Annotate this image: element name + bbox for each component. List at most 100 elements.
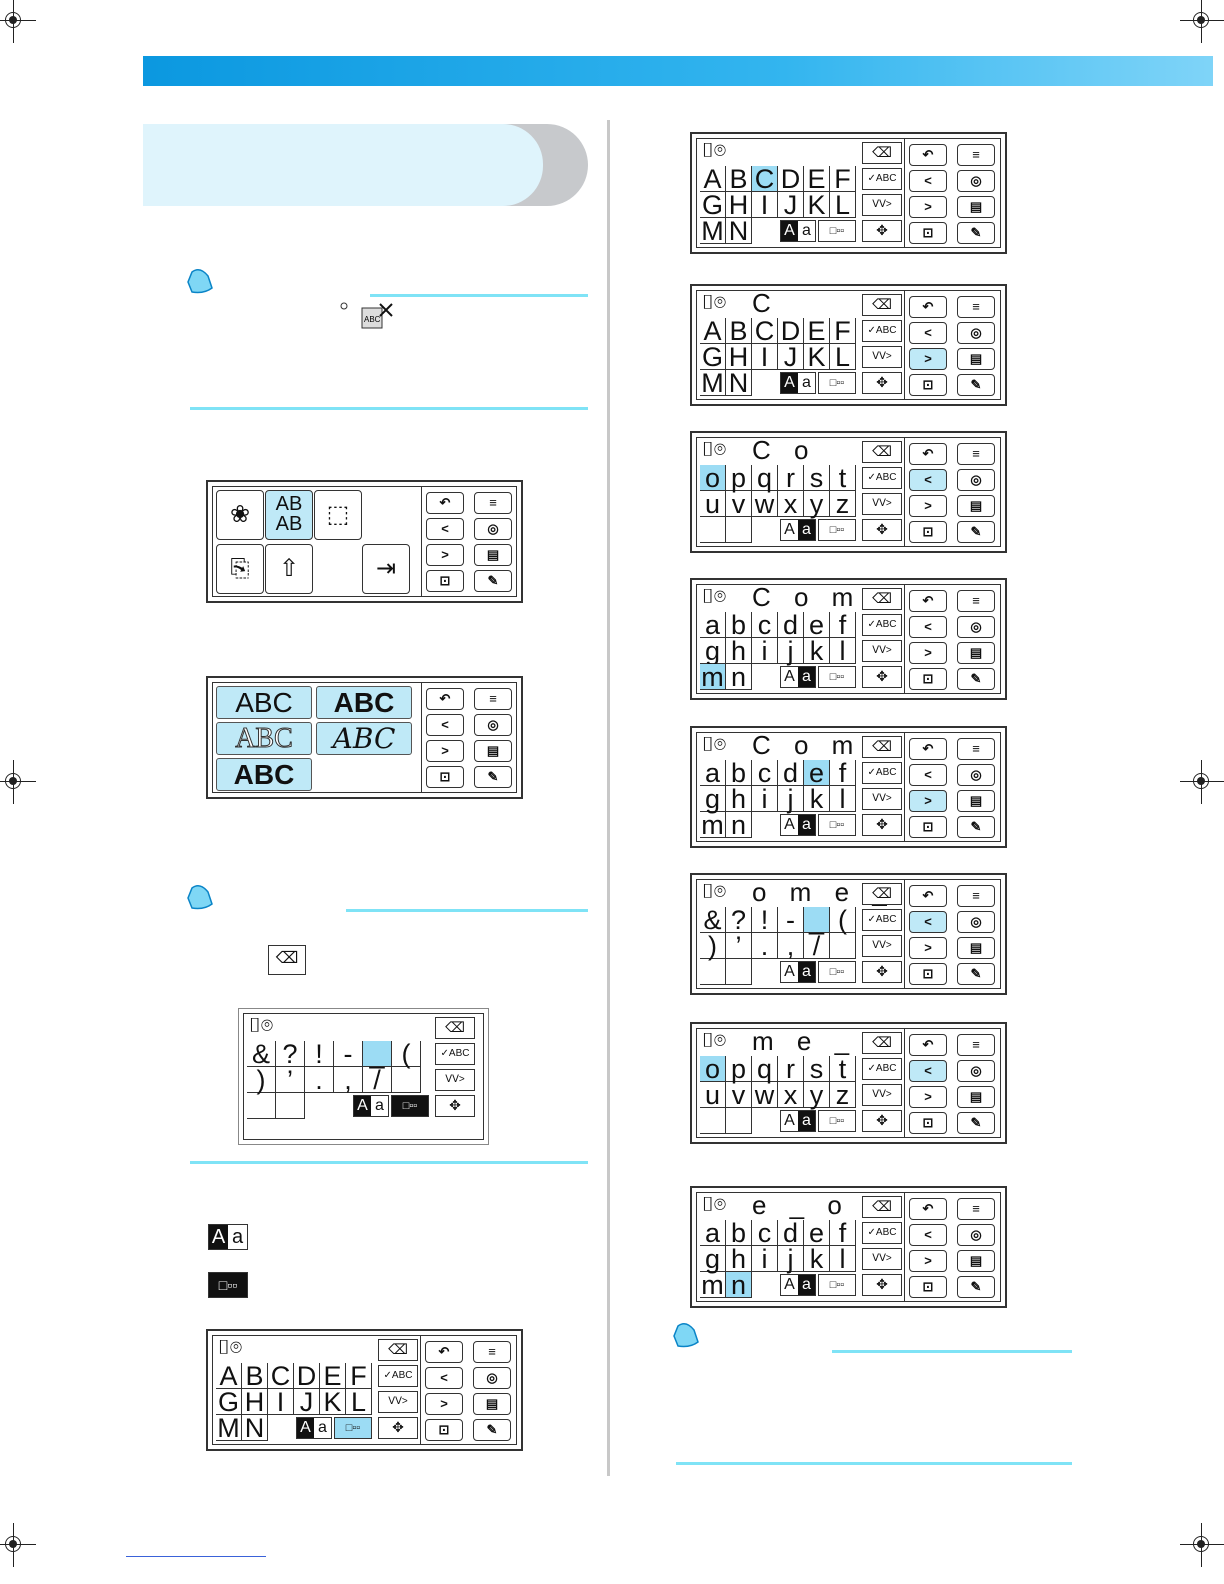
character-key[interactable]	[726, 959, 752, 985]
move-button[interactable]: ✥	[862, 1274, 902, 1296]
character-key[interactable]: ,	[334, 1067, 363, 1094]
character-key[interactable]: e	[804, 760, 830, 787]
character-key[interactable]: p	[726, 1056, 752, 1083]
move-button[interactable]: ✥	[862, 519, 902, 541]
character-key[interactable]	[700, 1108, 726, 1134]
exit-menu-button[interactable]: ⇥	[362, 544, 410, 594]
right-button[interactable]: >	[909, 790, 947, 812]
character-key[interactable]: i	[752, 638, 778, 665]
thread-button[interactable]: ✎	[957, 1276, 995, 1298]
check-abc-button[interactable]: ✓ABC	[862, 467, 902, 489]
size-button[interactable]: ᐯᐯ>	[862, 346, 902, 368]
spacing-button[interactable]: □▫▫	[818, 1110, 856, 1132]
character-key[interactable]: t	[830, 1056, 856, 1083]
file-button[interactable]: ▤	[957, 348, 995, 370]
pocket-menu-button[interactable]: ⇧	[265, 544, 313, 594]
character-key[interactable]: H	[242, 1389, 268, 1416]
character-key[interactable]: L	[346, 1389, 372, 1416]
embroider-button[interactable]: ⊡	[909, 1276, 947, 1298]
character-key[interactable]: J	[778, 192, 804, 219]
character-key[interactable]: ’	[726, 933, 752, 960]
right-button[interactable]: >	[909, 495, 947, 517]
size-button[interactable]: ᐯᐯ>	[378, 1391, 418, 1413]
size-button[interactable]: ᐯᐯ>	[862, 1084, 902, 1106]
character-key[interactable]: A	[700, 318, 726, 345]
character-key[interactable]: -	[334, 1041, 363, 1068]
embroider-button[interactable]: ⊡	[909, 1112, 947, 1134]
character-key[interactable]: q	[752, 1056, 778, 1083]
character-key[interactable]: D	[778, 166, 804, 193]
character-key[interactable]	[700, 517, 726, 543]
character-key[interactable]: C	[268, 1363, 294, 1390]
back-button[interactable]: ↶	[909, 1034, 947, 1056]
character-key[interactable]: c	[752, 760, 778, 787]
character-key[interactable]: I	[752, 192, 778, 219]
character-key[interactable]: (	[392, 1041, 421, 1068]
character-key[interactable]: F	[830, 318, 856, 345]
file-button[interactable]: ▤	[957, 642, 995, 664]
character-key[interactable]: F	[830, 166, 856, 193]
character-key[interactable]: !	[752, 907, 778, 934]
file-button[interactable]: ▤	[957, 1250, 995, 1272]
check-abc-button[interactable]: ✓ABC	[862, 909, 902, 931]
character-key[interactable]: -	[778, 907, 804, 934]
character-key[interactable]: h	[726, 1246, 752, 1273]
character-key[interactable]: s	[804, 1056, 830, 1083]
cursor-button[interactable]: ≡	[957, 296, 995, 318]
cursor-button[interactable]: ≡	[957, 885, 995, 907]
character-key[interactable]: b	[726, 760, 752, 787]
character-key[interactable]: v	[726, 1082, 752, 1109]
character-key[interactable]: e	[804, 1220, 830, 1247]
character-key[interactable]: z	[830, 1082, 856, 1109]
character-key[interactable]: _	[363, 1041, 392, 1068]
back-button[interactable]: ↶	[909, 296, 947, 318]
delete-button[interactable]: ⌫	[862, 736, 902, 758]
embroider-button[interactable]: ⊡	[909, 816, 947, 838]
right-button[interactable]: >	[909, 1086, 947, 1108]
character-key[interactable]: M	[700, 218, 726, 245]
character-key[interactable]: r	[778, 1056, 804, 1083]
character-key[interactable]: l	[830, 1246, 856, 1273]
character-key[interactable]: s	[804, 465, 830, 492]
check-abc-button[interactable]: ✓ABC	[862, 168, 902, 190]
character-key[interactable]: G	[216, 1389, 242, 1416]
character-key[interactable]: w	[752, 491, 778, 518]
thread-button[interactable]: ✎	[957, 222, 995, 244]
character-key[interactable]: N	[726, 218, 752, 245]
cursor-button[interactable]: ≡	[474, 492, 512, 514]
character-key[interactable]: m	[700, 812, 726, 839]
preview-button[interactable]: ◎	[957, 911, 995, 933]
character-key[interactable]: h	[726, 786, 752, 813]
right-button[interactable]: >	[909, 937, 947, 959]
file-button[interactable]: ▤	[957, 937, 995, 959]
character-key[interactable]: B	[726, 318, 752, 345]
delete-button[interactable]: ⌫	[862, 142, 902, 164]
embroider-button[interactable]: ⊡	[426, 766, 464, 788]
character-key[interactable]: L	[830, 344, 856, 371]
character-key[interactable]: j	[778, 638, 804, 665]
character-key[interactable]: ?	[726, 907, 752, 934]
character-key[interactable]: m	[700, 664, 726, 691]
character-key[interactable]	[247, 1093, 276, 1119]
cursor-button[interactable]: ≡	[957, 1034, 995, 1056]
check-abc-button[interactable]: ✓ABC	[862, 320, 902, 342]
left-button[interactable]: <	[909, 616, 947, 638]
size-button[interactable]: ᐯᐯ>	[862, 1248, 902, 1270]
character-key[interactable]: w	[752, 1082, 778, 1109]
spacing-button[interactable]: □▫▫	[818, 814, 856, 836]
preview-button[interactable]: ◎	[474, 714, 512, 736]
character-key[interactable]: r	[778, 465, 804, 492]
character-key[interactable]: &	[247, 1041, 276, 1068]
character-key[interactable]: H	[726, 192, 752, 219]
character-key[interactable]: G	[700, 344, 726, 371]
character-key[interactable]: M	[700, 370, 726, 397]
thread-button[interactable]: ✎	[474, 766, 512, 788]
character-key[interactable]: n	[726, 1272, 752, 1299]
back-button[interactable]: ↶	[909, 144, 947, 166]
preview-button[interactable]: ◎	[957, 322, 995, 344]
character-key[interactable]: q	[752, 465, 778, 492]
character-key[interactable]: F	[346, 1363, 372, 1390]
character-key[interactable]: N	[242, 1415, 268, 1442]
character-key[interactable]: C	[752, 166, 778, 193]
